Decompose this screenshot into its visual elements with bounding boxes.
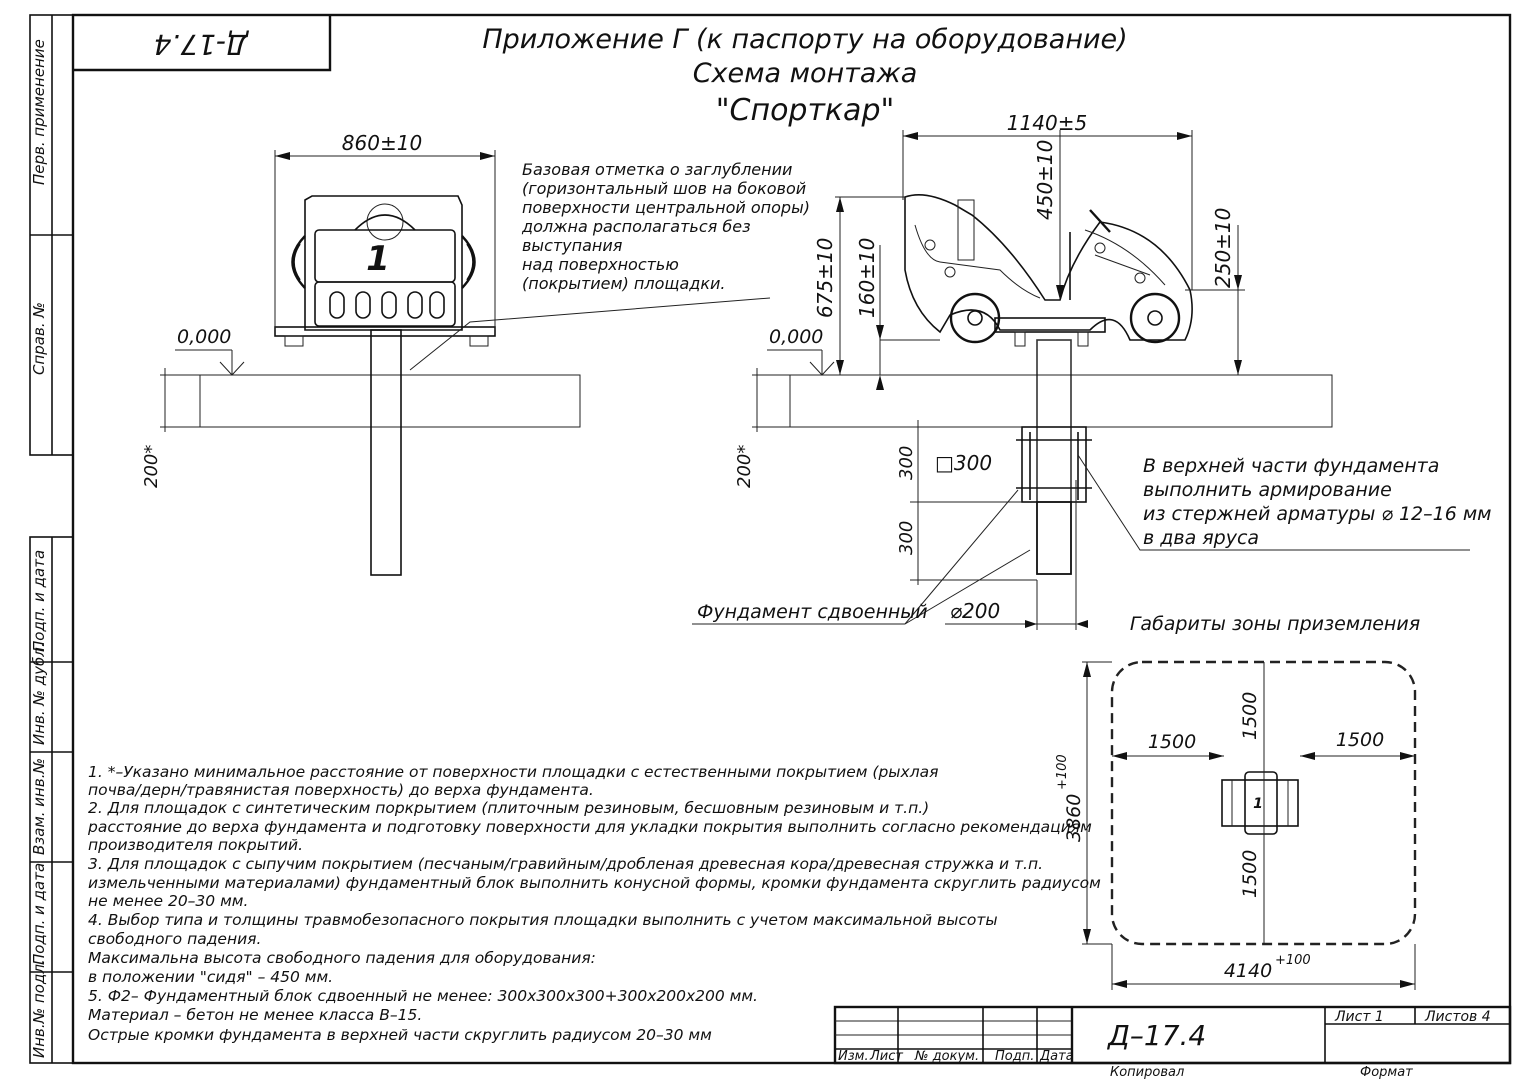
svg-text:1: 1 <box>1253 796 1263 812</box>
sheet-frame <box>29 13 1512 1065</box>
tb-format: Формат <box>1360 1065 1413 1080</box>
side-length-dim: 1140±5 <box>1007 111 1087 135</box>
svg-text:должна располагаться без: должна располагаться без <box>521 217 751 236</box>
car-body <box>904 194 1193 341</box>
svg-text:Материал – бетон не менее клас: Материал – бетон не менее класса В–15. <box>88 1006 422 1024</box>
tb-col-data: Дата <box>1039 1049 1074 1064</box>
front-width-dim: 860±10 <box>342 131 422 155</box>
tb-code: Д–17.4 <box>1106 1019 1206 1052</box>
svg-text:в положении "сидя" – 450 мм.: в положении "сидя" – 450 мм. <box>88 968 333 986</box>
title-block: Изм. Лист № докум. Подп. Дата Д–17.4 Лис… <box>833 1005 1512 1080</box>
svg-text:(покрытием) площадки.: (покрытием) площадки. <box>522 274 725 293</box>
svg-text:1. *–Указано минимальное расст: 1. *–Указано минимальное расстояние от п… <box>88 763 938 781</box>
front-view: 200* 0,000 1 860±10 <box>141 131 771 576</box>
side-view: 200* 0,000 <box>692 111 1470 630</box>
title-line-1: Приложение Г (к паспорту на оборудование… <box>482 24 1127 55</box>
svg-text:выполнить армирование: выполнить армирование <box>1143 479 1392 501</box>
svg-text:Базовая отметка о заглублении: Базовая отметка о заглублении <box>522 160 792 179</box>
svg-text:измельченными материалами) фун: измельченными материалами) фундаментный … <box>88 874 1101 892</box>
side-label-inv-podl: Инв.№ подл. <box>30 959 48 1058</box>
found-upper-dim: 300 <box>896 446 917 480</box>
ground-side <box>789 374 1333 428</box>
side-base-dim: 160±10 <box>855 238 879 318</box>
zone-bottom-dim: 1500 <box>1239 850 1261 898</box>
zone-width-dim: 4140 <box>1224 960 1272 982</box>
svg-text:выступания: выступания <box>522 236 623 255</box>
title-line-3: "Спорткар" <box>716 93 895 128</box>
title-block-top: Приложение Г (к паспорту на оборудование… <box>482 24 1127 128</box>
svg-text:5. Ф2– Фундаментный блок сдвое: 5. Ф2– Фундаментный блок сдвоенный не ме… <box>88 987 758 1005</box>
tb-col-podp: Подп. <box>995 1049 1034 1064</box>
svg-text:производителя покрытий.: производителя покрытий. <box>88 836 303 854</box>
tb-sheet: Лист 1 <box>1334 1009 1384 1025</box>
sheet-code-top: Д-17.4 <box>154 28 250 61</box>
side-depth-dim: 200* <box>734 445 755 488</box>
front-depth-dim: 200* <box>141 445 162 488</box>
zone-height-tol: +100 <box>1055 754 1070 790</box>
front-level: 0,000 <box>177 326 231 348</box>
title-line-2: Схема монтажа <box>693 58 918 89</box>
svg-text:не менее 20–30 мм.: не менее 20–30 мм. <box>88 892 248 910</box>
side-level: 0,000 <box>769 326 823 348</box>
base-note: Базовая отметка о заглублении (горизонта… <box>521 160 810 293</box>
rebar-note: В верхней части фундамента выполнить арм… <box>1143 455 1492 549</box>
zone-right-dim: 1500 <box>1336 729 1384 751</box>
svg-text:Острые кромки фундамента в вер: Острые кромки фундамента в верхней части… <box>88 1026 712 1044</box>
svg-text:почва/дерн/травянистая поверхн: почва/дерн/травянистая поверхность) до в… <box>88 781 594 799</box>
svg-text:свободного падения.: свободного падения. <box>88 930 261 948</box>
side-label-vzam: Взам. инв.№ <box>30 758 48 855</box>
zone-left-dim: 1500 <box>1148 731 1196 753</box>
zone-width-tol: +100 <box>1275 953 1311 968</box>
svg-text:2. Для площадок с синтетически: 2. Для площадок с синтетическим поркрыти… <box>88 799 929 817</box>
zone-top-dim: 1500 <box>1239 692 1261 740</box>
foundation-label: Фундамент сдвоенный <box>697 601 928 623</box>
svg-text:из стержней арматуры ⌀ 12–16 м: из стержней арматуры ⌀ 12–16 мм <box>1143 503 1492 525</box>
tb-sheets: Листов 4 <box>1424 1009 1491 1025</box>
svg-text:4. Выбор типа и толщины травмо: 4. Выбор типа и толщины травмобезопасног… <box>88 911 998 929</box>
svg-text:поверхности центральной опоры): поверхности центральной опоры) <box>522 198 810 217</box>
svg-text:В верхней части фундамента: В верхней части фундамента <box>1143 455 1439 477</box>
front-post <box>370 329 402 576</box>
front-wheel <box>1129 292 1181 344</box>
side-label-sprav: Справ. № <box>30 302 48 375</box>
side-seat-height-dim: 450±10 <box>1033 140 1057 220</box>
side-label-perv: Перв. применение <box>30 39 48 185</box>
svg-text:над поверхностью: над поверхностью <box>522 255 679 274</box>
tb-col-izm: Изм. <box>838 1049 869 1064</box>
svg-text:3. Для площадок с сыпучим покр: 3. Для площадок с сыпучим покрытием (пес… <box>88 855 1043 873</box>
notes: 1. *–Указано минимальное расстояние от п… <box>87 763 1101 1044</box>
tb-copied: Копировал <box>1110 1065 1184 1080</box>
front-body <box>304 195 463 331</box>
zone-height-dim: 3860 <box>1063 794 1085 842</box>
side-label-podp-2: Подп. и дата <box>30 863 48 965</box>
found-diameter: ⌀200 <box>950 599 1000 623</box>
zone-title: Габариты зоны приземления <box>1130 613 1420 635</box>
found-square: □300 <box>935 451 992 475</box>
side-wheel-dim: 250±10 <box>1211 208 1235 288</box>
svg-text:расстояние до верха фундамента: расстояние до верха фундамента и подгото… <box>87 818 1092 836</box>
side-height-dim: 675±10 <box>813 238 837 318</box>
landing-zone: Габариты зоны приземления 1 1500 1500 15… <box>1055 613 1420 990</box>
found-lower-dim: 300 <box>896 521 917 555</box>
seat-number: 1 <box>366 239 390 279</box>
side-label-podp-1: Подп. и дата <box>30 550 48 652</box>
svg-text:(горизонтальный шов на боковой: (горизонтальный шов на боковой <box>522 179 806 198</box>
tb-col-list: Лист <box>869 1049 903 1064</box>
side-labels: Перв. применение Справ. № Подп. и дата И… <box>30 39 48 1058</box>
ground-front <box>199 374 581 428</box>
tb-col-dokum: № докум. <box>914 1049 979 1064</box>
svg-text:в два яруса: в два яруса <box>1143 527 1259 549</box>
svg-text:Максимальна высота свободного: Максимальна высота свободного падения дл… <box>88 949 596 967</box>
side-label-inv-dubl: Инв. № дубл. <box>30 642 48 745</box>
